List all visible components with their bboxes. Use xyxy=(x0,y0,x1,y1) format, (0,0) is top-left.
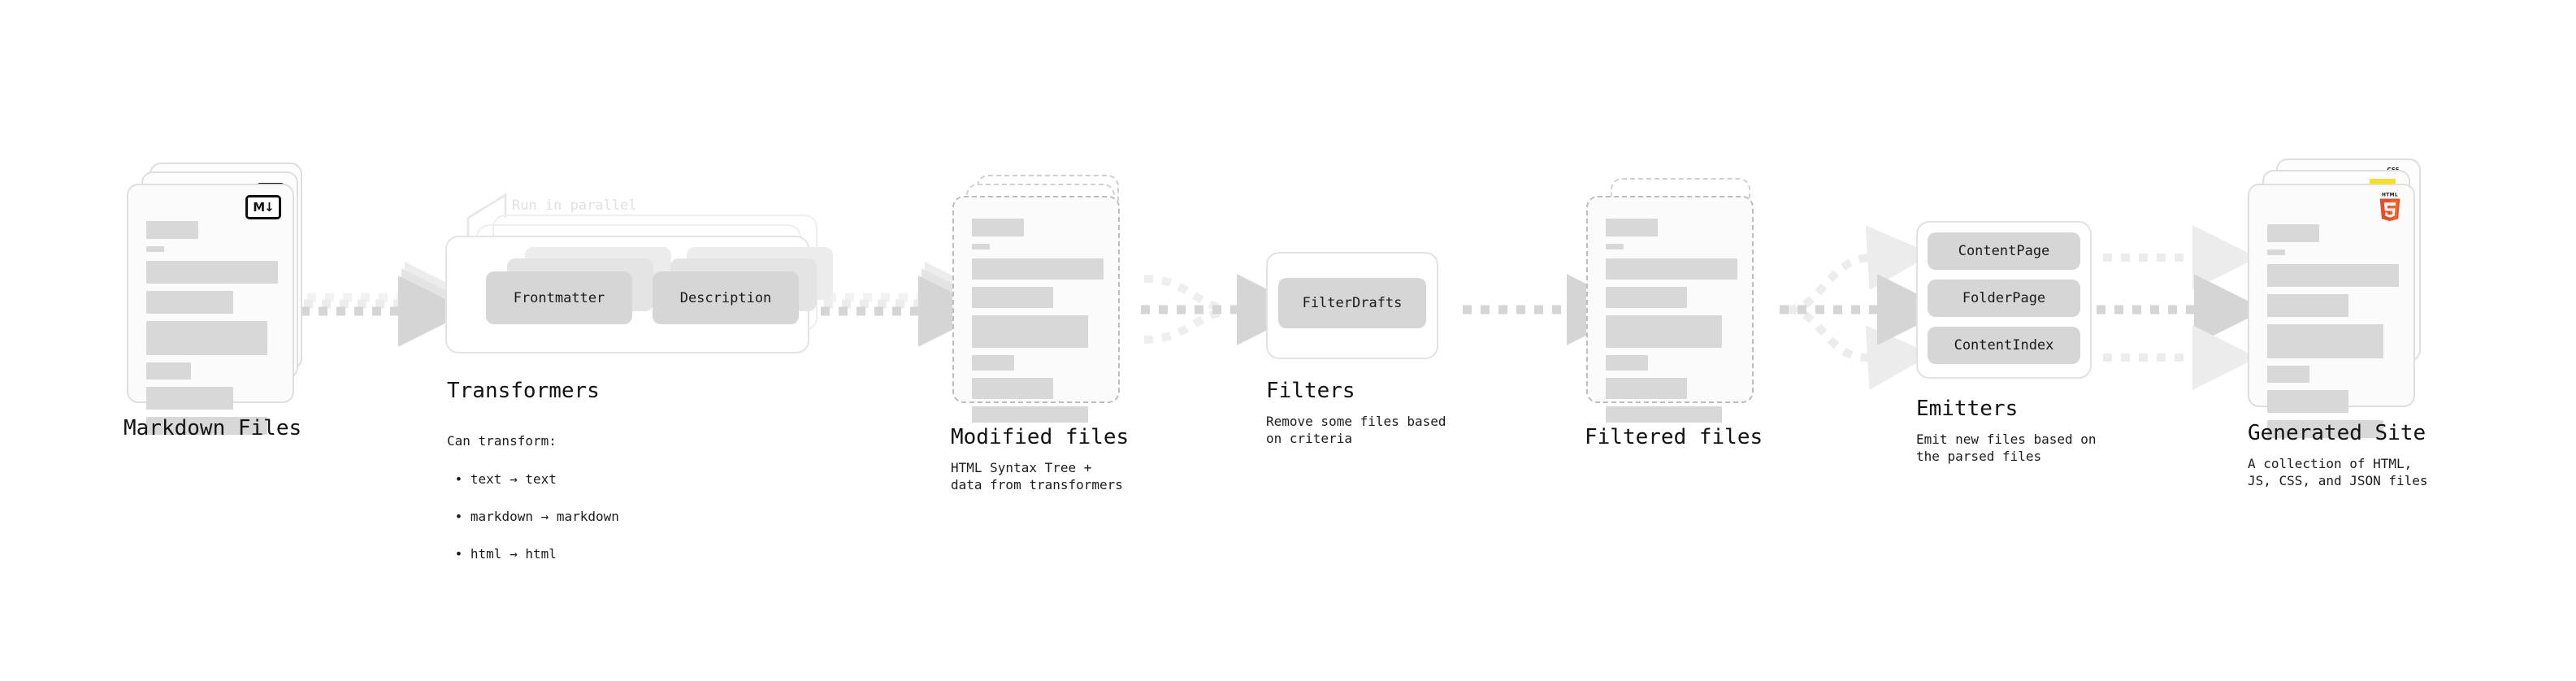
stage-emitters: ContentPage FolderPage ContentIndex xyxy=(1916,221,2111,384)
arrow-filtered-to-emitters xyxy=(1780,225,1949,391)
svg-text:HTML: HTML xyxy=(2382,193,2398,198)
modified-card-front xyxy=(952,196,1120,423)
stage-markdown-files: M↓ M↓ M↓ xyxy=(127,163,314,435)
stage-filters: FilterDrafts xyxy=(1266,252,1445,366)
site-card-stack: CSS HTML xyxy=(2248,158,2443,438)
emitter-node-contentindex[interactable]: ContentIndex xyxy=(1928,327,2080,364)
arrow-markdown-to-transformers xyxy=(301,262,476,347)
site-card-front-html: HTML xyxy=(2248,184,2415,438)
modified-card-stack xyxy=(952,175,1139,423)
emitter-node-folderpage[interactable]: FolderPage xyxy=(1928,280,2080,317)
label-markdown-files: Markdown Files xyxy=(124,416,302,440)
desc-transformers-intro: Can transform: xyxy=(447,433,557,449)
arrow-emitters-to-site xyxy=(2097,225,2266,390)
label-filters: Filters xyxy=(1266,379,1355,403)
filter-node-filterdrafts[interactable]: FilterDrafts xyxy=(1278,278,1426,328)
html5-icon: HTML xyxy=(2376,191,2404,225)
label-generated-site: Generated Site xyxy=(2248,421,2426,445)
desc-transformers-bullet-2: • html → html xyxy=(447,546,557,562)
desc-modified-files: HTML Syntax Tree + data from transformer… xyxy=(951,460,1123,493)
filtered-card-stack xyxy=(1586,175,1773,423)
stage-modified-files xyxy=(952,175,1139,423)
transformer-node-frontmatter[interactable]: Frontmatter xyxy=(486,271,632,324)
label-run-in-parallel: Run in parallel xyxy=(512,197,637,214)
desc-emitters: Emit new files based on the parsed files xyxy=(1916,432,2097,465)
transformer-node-description[interactable]: Description xyxy=(653,271,799,324)
stage-filtered-files xyxy=(1586,175,1773,423)
stage-transformers: Frontmatter Description xyxy=(445,195,835,358)
desc-transformers-bullet-1: • markdown → markdown xyxy=(447,508,619,524)
markdown-icon: M↓ xyxy=(245,195,281,219)
arrow-transformers-to-modified xyxy=(821,262,996,347)
placeholder-lines xyxy=(146,221,278,442)
label-transformers: Transformers xyxy=(447,379,600,403)
filtered-card-front xyxy=(1586,196,1754,423)
desc-transformers: Can transform: • text → text • markdown … xyxy=(447,413,619,583)
placeholder-lines xyxy=(2267,224,2399,445)
placeholder-lines xyxy=(972,219,1104,430)
markdown-card-stack: M↓ M↓ M↓ xyxy=(127,163,314,435)
stage-generated-site: CSS HTML xyxy=(2248,158,2443,438)
label-emitters: Emitters xyxy=(1916,397,2019,421)
desc-generated-site: A collection of HTML, JS, CSS, and JSON … xyxy=(2248,456,2428,489)
arrow-modified-to-filters xyxy=(1141,274,1308,345)
placeholder-lines xyxy=(1606,219,1737,430)
desc-transformers-bullet-0: • text → text xyxy=(447,471,557,487)
label-modified-files: Modified files xyxy=(951,425,1130,449)
desc-filters: Remove some files based on criteria xyxy=(1266,414,1446,447)
emitter-node-contentpage[interactable]: ContentPage xyxy=(1928,232,2080,270)
markdown-card-front: M↓ xyxy=(127,184,294,435)
label-filtered-files: Filtered files xyxy=(1585,425,1763,449)
